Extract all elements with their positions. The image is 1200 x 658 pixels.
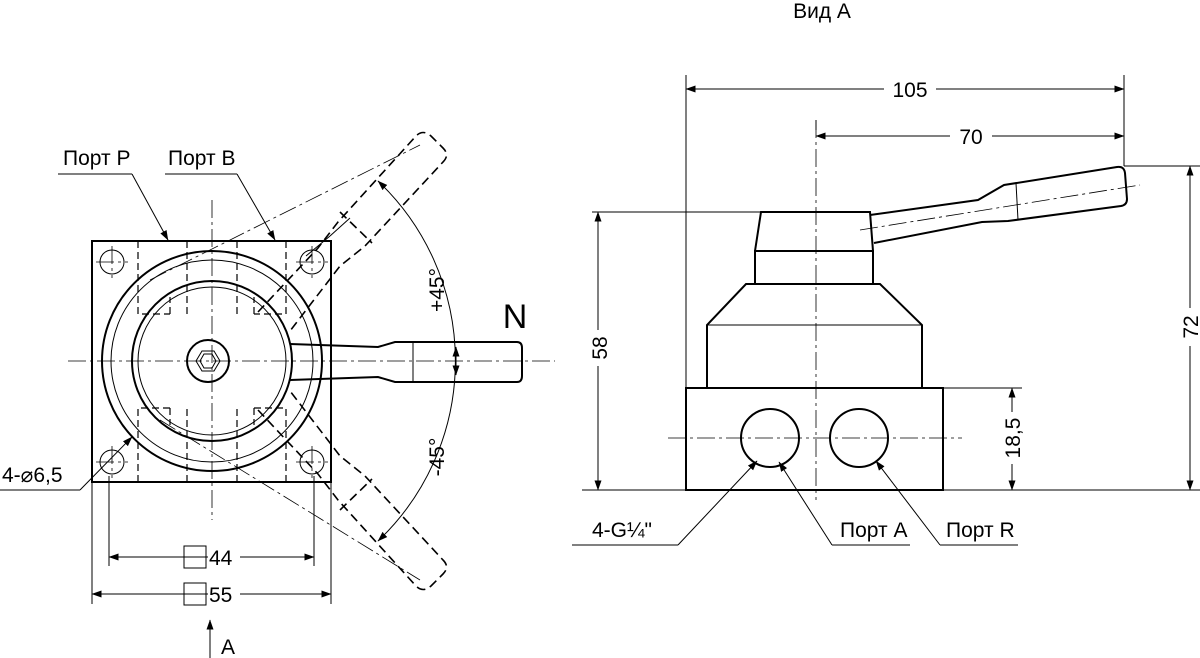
side-view: Вид А 105 70: [572, 0, 1200, 546]
body-lower: [706, 283, 923, 388]
holes-label: 4-⌀6,5: [2, 464, 63, 487]
neutral-label: N: [503, 298, 528, 336]
top-view: +45° -45° N Порт P Порт B 4-⌀6,5 44 55 А: [0, 131, 555, 658]
hidden-ports: [137, 241, 287, 482]
dim-70: 70: [959, 126, 982, 149]
dim-105: 105: [892, 79, 927, 102]
minus-45-label: -45°: [426, 438, 449, 477]
port-r-label: Порт R: [946, 519, 1015, 542]
plus-45-label: +45°: [426, 268, 449, 312]
handle-minus45-ghost: [257, 390, 448, 591]
body-cap: [754, 250, 874, 285]
body-top: [754, 211, 874, 252]
port-a-label: Порт A: [840, 519, 907, 542]
port-p-label: Порт P: [63, 147, 130, 170]
side-handle: [859, 165, 1141, 244]
handle-neutral: [289, 341, 523, 383]
port-b-label: Порт B: [168, 147, 235, 170]
thread-label: 4-G¼": [592, 519, 652, 542]
dim-55: 55: [209, 584, 232, 607]
dim-44: 44: [209, 547, 233, 570]
base-block: [685, 387, 944, 491]
mounting-holes: [96, 246, 328, 478]
view-arrow-label: А: [221, 636, 235, 658]
dim-18-5: 18,5: [1002, 418, 1025, 459]
base-plate: [91, 240, 332, 483]
view-title: Вид А: [793, 0, 851, 23]
dim-72: 72: [1180, 315, 1200, 338]
dim-58: 58: [589, 336, 612, 359]
handle-plus45-ghost: [257, 131, 448, 332]
